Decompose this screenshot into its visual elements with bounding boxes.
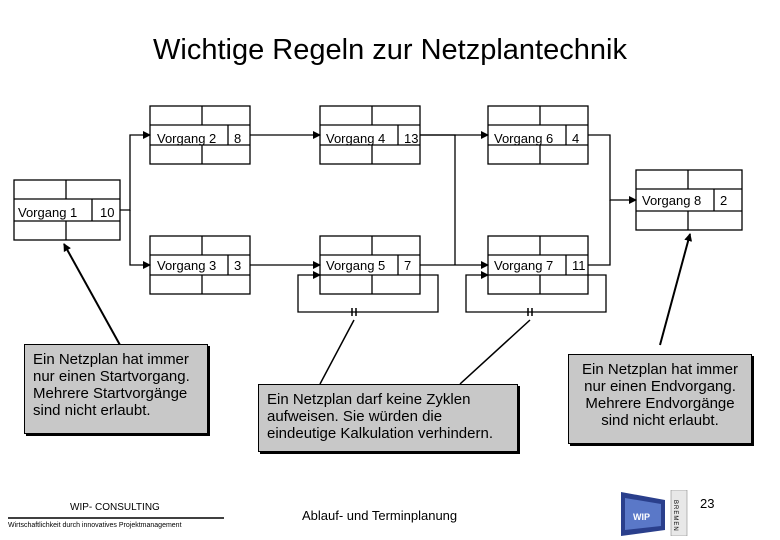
node-v7-duration: 11 [572, 258, 586, 273]
pointer-cycle-right [459, 319, 531, 385]
node-v3-duration: 3 [234, 258, 242, 273]
footer-company: WIP- CONSULTING [70, 502, 160, 513]
callout-end-rule: Ein Netzplan hat immer nur einen Endvorg… [568, 354, 752, 444]
node-v8-duration: 2 [720, 193, 728, 208]
node-v5-duration: 7 [404, 258, 412, 273]
node-v1-duration: 10 [100, 205, 115, 220]
node-v4-label: Vorgang 4 [326, 131, 386, 146]
node-v4-duration: 13 [404, 131, 419, 146]
cycle-loop-v5 [297, 271, 439, 313]
edge-v1-v3 [129, 210, 151, 269]
node-v3-label: Vorgang 3 [157, 258, 217, 273]
pointer-start [63, 243, 121, 346]
node-v6-label: Vorgang 6 [494, 131, 554, 146]
edge-v6-v8 [588, 134, 637, 204]
node-v7-label: Vorgang 7 [494, 258, 554, 273]
pointer-cycle-left [319, 319, 355, 385]
footer-center-title: Ablauf- und Terminplanung [302, 508, 458, 523]
callout-start-rule: Ein Netzplan hat immer nur einen Startvo… [24, 344, 208, 434]
edge-v4-v7 [420, 134, 456, 265]
cycle-loop-v7 [465, 271, 607, 313]
wip-logo: WIP BREMEN [621, 490, 691, 536]
node-v1-label: Vorgang 1 [18, 205, 78, 220]
node-v2-label: Vorgang 2 [157, 131, 217, 146]
edge-v1-v2 [120, 131, 151, 211]
logo-text: WIP [633, 512, 650, 522]
edge-v7-v8 [588, 200, 611, 266]
node-box-v4 [319, 105, 421, 165]
node-v5-label: Vorgang 5 [326, 258, 386, 273]
node-v6-duration: 4 [572, 131, 580, 146]
node-v8-label: Vorgang 8 [642, 193, 702, 208]
page-title: Wichtige Regeln zur Netzplantechnik [153, 34, 627, 66]
pointer-end [659, 233, 693, 346]
node-v2-duration: 8 [234, 131, 242, 146]
footer-tagline: Wirtschaftlichkeit durch innovatives Pro… [8, 522, 182, 529]
page-number: 23 [700, 496, 715, 511]
logo-side-letters: BREMEN [672, 500, 678, 532]
callout-cycle-rule: Ein Netzplan darf keine Zyklen aufweisen… [258, 384, 518, 452]
